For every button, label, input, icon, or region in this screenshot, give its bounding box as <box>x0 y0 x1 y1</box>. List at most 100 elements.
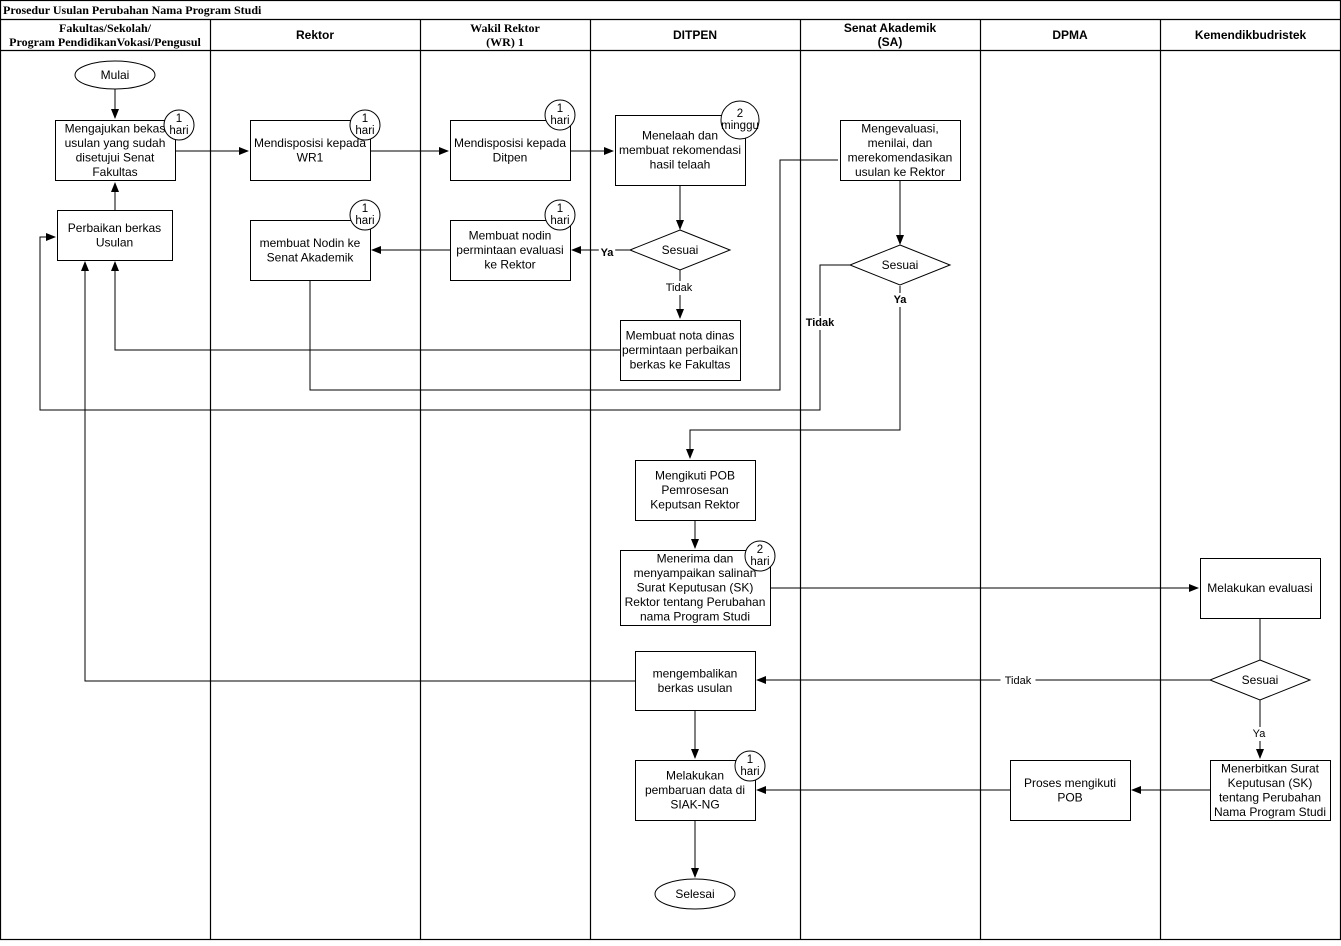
node-label: pembaruan data di <box>645 783 745 797</box>
node-label: Sesuai <box>1242 673 1279 687</box>
node-label: Rektor tentang Perubahan <box>625 595 766 609</box>
process-box <box>55 120 176 181</box>
node-label: mengembalikan <box>653 666 738 680</box>
lane-header-label: Fakultas/Sekolah/ <box>59 21 152 35</box>
lane-header: DPMA <box>1052 28 1088 42</box>
edge-kembali-perbaikan <box>81 261 635 682</box>
node-label: berkas usulan <box>658 681 733 695</box>
process-box <box>620 550 771 626</box>
process-box <box>620 320 741 381</box>
lane-header-label: Rektor <box>296 28 334 42</box>
node-label: berkas ke Fakultas <box>630 358 731 372</box>
process-box <box>450 220 571 281</box>
node-label: menilai, dan <box>868 136 933 150</box>
lane-header: Senat Akademik(SA) <box>844 21 937 49</box>
node-label: Sesuai <box>662 243 699 257</box>
duration-badge-label: 1 <box>557 203 563 215</box>
node-label: usulan yang sudah <box>65 136 166 150</box>
edge-label-tidak-kemen: Tidak <box>1005 675 1032 687</box>
process-box <box>635 651 756 711</box>
lane-header: Wakil Rektor(WR) 1 <box>470 21 540 49</box>
process-box <box>1210 760 1331 821</box>
process-box <box>1010 760 1131 821</box>
connectors <box>39 89 1264 878</box>
duration-badge-label: hari <box>550 115 569 127</box>
process-box <box>250 220 371 281</box>
node-label: WR1 <box>297 150 324 164</box>
duration-badge-circle <box>544 199 576 231</box>
duration-badge-circle <box>163 109 195 141</box>
node-label: Mulai <box>101 68 130 82</box>
lane-header-label: Senat Akademik <box>844 21 937 35</box>
duration-badge-label: hari <box>169 125 188 137</box>
duration-badge-circle <box>720 100 760 140</box>
node-label: POB <box>1057 790 1082 804</box>
duration-badge-label: 1 <box>176 113 182 125</box>
duration-badge-label: hari <box>740 766 759 778</box>
duration-badge-circle <box>744 540 776 572</box>
edge-label-bg <box>661 281 697 295</box>
node-label: Melakukan evaluasi <box>1207 581 1312 595</box>
node-label: Mendisposisi kepada <box>454 136 566 150</box>
edge-sa-ya-pob <box>686 286 901 459</box>
duration-badge-circle <box>349 109 381 141</box>
node-label: nama Program Studi <box>640 610 750 624</box>
duration-badge-label: 1 <box>362 203 368 215</box>
duration-badge-label: hari <box>355 125 374 137</box>
node-label: Fakultas <box>92 165 137 179</box>
lane-header-label: (WR) 1 <box>486 35 524 49</box>
lane-header: Fakultas/Sekolah/Program PendidikanVokas… <box>9 21 201 49</box>
lane-header-label: DITPEN <box>673 28 717 42</box>
node-label: permintaan perbaikan <box>622 343 738 357</box>
node-label: Membuat nota dinas <box>626 329 735 343</box>
duration-badge-circle <box>734 750 766 782</box>
node-label: Membuat nodin <box>469 229 552 243</box>
lane-header: Kemendikbudristek <box>1195 28 1307 42</box>
node-label: Pemrosesan <box>661 483 728 497</box>
node-label: SIAK-NG <box>670 798 719 812</box>
edge-label-tidak-ditpen: Tidak <box>666 282 693 294</box>
duration-badge-label: 1 <box>557 103 563 115</box>
process-box <box>57 210 173 261</box>
node-label: Ditpen <box>493 150 528 164</box>
node-mulai: Mulai <box>74 60 156 90</box>
terminator-shape <box>74 60 156 90</box>
edge-label-bg <box>598 246 616 260</box>
node-label: Menerbitkan Surat <box>1221 761 1320 775</box>
node-label: Mendisposisi kepada <box>254 136 366 150</box>
edge-label-bg <box>802 316 838 330</box>
node-label: Mengajukan bekas <box>65 121 166 135</box>
node-sesuai-kemen: Sesuai <box>1208 659 1312 701</box>
node-label: Perbaikan berkas <box>68 221 161 235</box>
edge-sa-tidak-perbaikan <box>39 233 850 411</box>
duration-badge-label: hari <box>550 215 569 227</box>
node-label: Keputusan (SK) <box>1228 776 1313 790</box>
lane-header-label: Wakil Rektor <box>470 21 540 35</box>
duration-badge-label: 2 <box>757 544 763 556</box>
node-label: Selesai <box>675 887 714 901</box>
edge-label-ya-ditpen: Ya <box>601 247 615 259</box>
edge-label-bg <box>1250 727 1268 741</box>
node-label: hasil telaah <box>650 158 711 172</box>
edge-label-bg <box>1000 674 1036 688</box>
edge-label-ya-sa: Ya <box>894 294 908 306</box>
node-label: usulan ke Rektor <box>855 165 945 179</box>
node-label: Melakukan <box>666 769 724 783</box>
